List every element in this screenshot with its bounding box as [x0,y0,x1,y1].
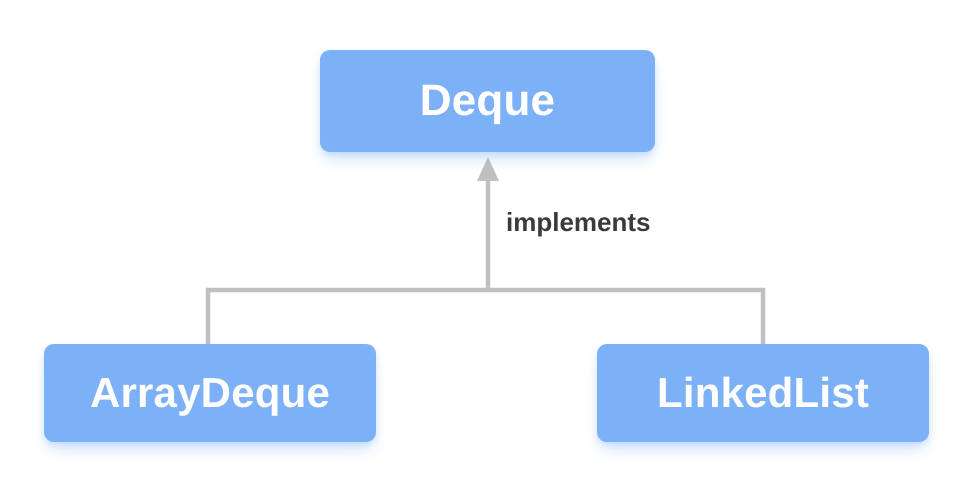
class-box-label-linkedlist: LinkedList [656,369,870,416]
class-box-deque[interactable]: Deque [320,50,655,152]
class-box-label-arraydeque: ArrayDeque [89,369,331,416]
class-box-arraydeque[interactable]: ArrayDeque [44,344,376,442]
edge-label-implements: implements [506,207,651,237]
class-box-label-deque: Deque [419,76,556,125]
class-box-linkedlist[interactable]: LinkedList [597,344,929,442]
implements-arrowhead [477,157,499,181]
